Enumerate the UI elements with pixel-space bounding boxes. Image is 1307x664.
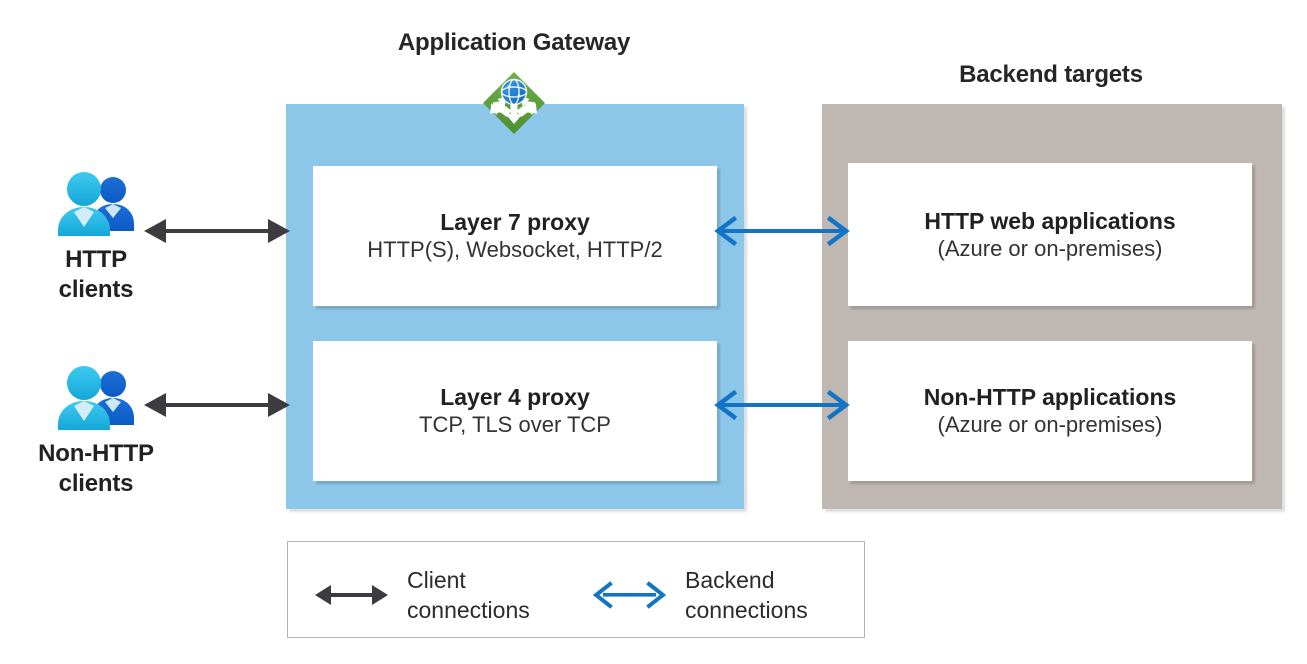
application-gateway-icon — [483, 72, 545, 134]
layer7-proxy-subtitle: HTTP(S), Websocket, HTTP/2 — [367, 237, 663, 263]
non-http-clients-label-line1: Non-HTTP — [38, 440, 154, 467]
legend: Client connections Backend connections — [287, 541, 865, 638]
backend-targets-title: Backend targets — [959, 61, 1143, 88]
http-web-applications-box[interactable]: HTTP web applications (Azure or on-premi… — [848, 163, 1252, 306]
non-http-clients-label-line2: clients — [58, 470, 134, 498]
http-clients-label-line2: clients — [58, 276, 134, 304]
non-http-applications-subtitle: (Azure or on-premises) — [937, 412, 1163, 438]
gateway-title: Application Gateway — [397, 29, 631, 56]
layer4-proxy-subtitle: TCP, TLS over TCP — [419, 412, 611, 438]
layer7-proxy-title: Layer 7 proxy — [440, 209, 590, 236]
http-clients-group: HTTP clients — [6, 168, 186, 305]
legend-client-line2: connections — [407, 597, 530, 624]
http-clients-label-line1: HTTP — [65, 246, 127, 273]
client-connection-arrow-non-http — [144, 393, 290, 417]
non-http-applications-box[interactable]: Non-HTTP applications (Azure or on-premi… — [848, 341, 1252, 481]
double-arrow-open-icon — [593, 581, 666, 610]
http-web-applications-subtitle: (Azure or on-premises) — [937, 235, 1163, 261]
backend-connection-arrow-non-http — [714, 389, 850, 421]
client-connection-arrow-http — [144, 219, 290, 243]
non-http-clients-group: Non-HTTP clients — [6, 362, 186, 499]
legend-item-backend-connections: Backend connections — [593, 565, 808, 626]
legend-backend-line1: Backend — [685, 567, 775, 593]
users-icon — [58, 172, 134, 236]
legend-backend-connections-label: Backend connections — [685, 565, 808, 626]
non-http-clients-label: Non-HTTP clients — [6, 439, 186, 499]
legend-backend-line2: connections — [685, 597, 808, 624]
users-icon — [58, 366, 134, 430]
layer4-proxy-title: Layer 4 proxy — [440, 384, 590, 411]
non-http-applications-title: Non-HTTP applications — [923, 384, 1177, 411]
legend-client-line1: Client — [407, 567, 466, 593]
layer7-proxy-box[interactable]: Layer 7 proxy HTTP(S), Websocket, HTTP/2 — [313, 166, 717, 306]
http-clients-label: HTTP clients — [6, 245, 186, 305]
double-arrow-solid-icon — [315, 585, 388, 606]
legend-item-client-connections: Client connections — [315, 565, 530, 626]
legend-client-connections-label: Client connections — [407, 565, 530, 626]
http-web-applications-title: HTTP web applications — [924, 207, 1176, 234]
backend-connection-arrow-http — [714, 215, 850, 247]
layer4-proxy-box[interactable]: Layer 4 proxy TCP, TLS over TCP — [313, 341, 717, 481]
